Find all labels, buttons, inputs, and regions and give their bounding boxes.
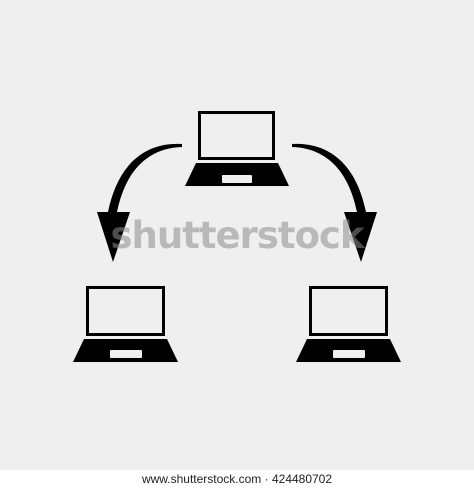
curved-arrow-left-icon: [97, 143, 182, 262]
network-illustration: [73, 111, 401, 362]
top-laptop-icon: [185, 111, 289, 186]
bottom-left-laptop-icon: [73, 286, 178, 362]
bottom-right-laptop-icon: [296, 286, 401, 362]
image-credit: www.shutterstock.com · 424480702: [0, 470, 474, 489]
illustration-area: shutterstock: [0, 0, 474, 470]
curved-arrow-right-icon: [292, 143, 377, 262]
